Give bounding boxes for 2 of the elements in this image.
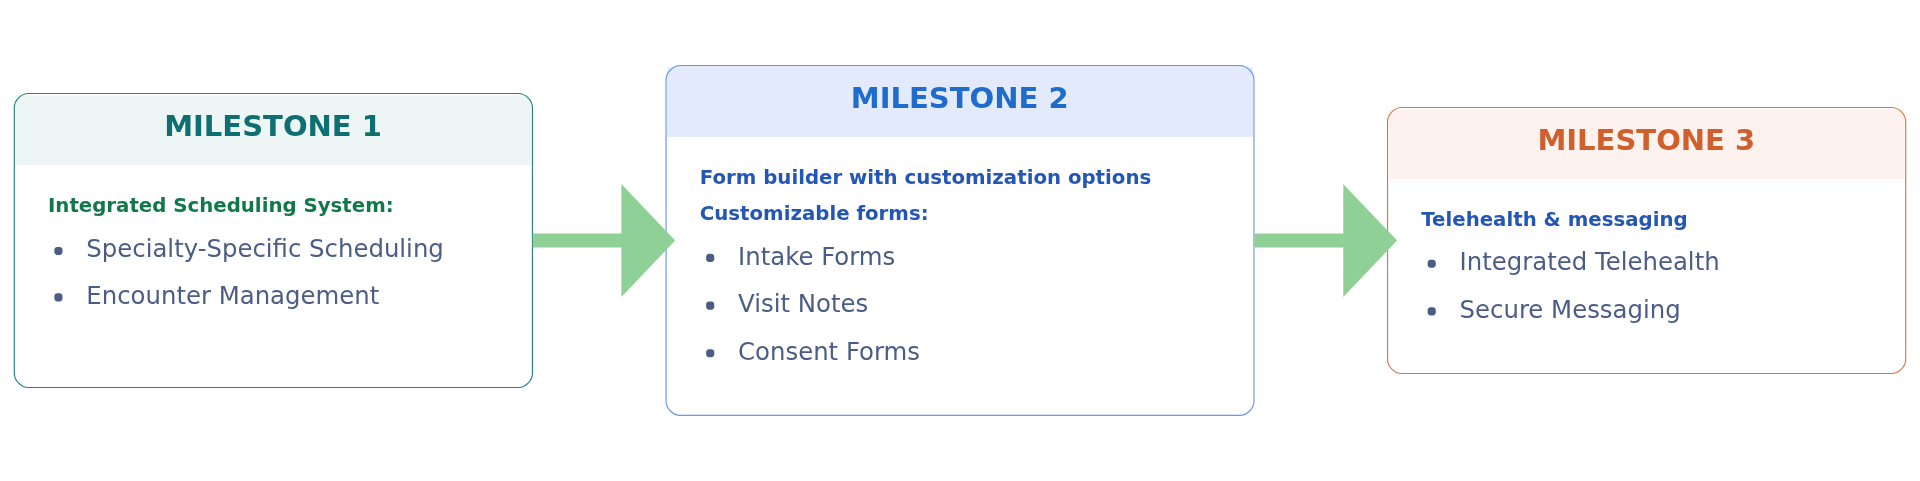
arrow <box>532 184 676 297</box>
arrow <box>1254 184 1398 297</box>
